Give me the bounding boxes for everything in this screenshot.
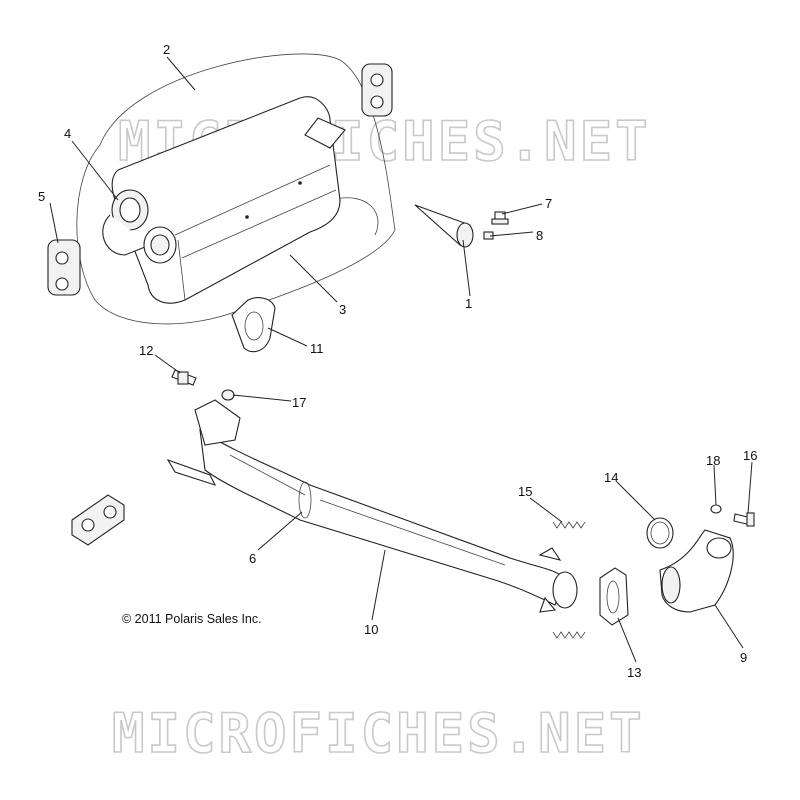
callout-9: 9 <box>740 650 747 665</box>
callout-7: 7 <box>545 196 552 211</box>
part-head-pipe <box>166 399 578 613</box>
callout-3: 3 <box>339 302 346 317</box>
leader-lines <box>49 56 753 663</box>
callout-6: 6 <box>249 551 256 566</box>
part-washer-18 <box>710 504 722 514</box>
callout-1: 1 <box>465 296 472 311</box>
callout-14: 14 <box>604 470 618 485</box>
callout-11: 11 <box>310 341 324 356</box>
part-grommet-bottom <box>71 494 125 546</box>
callout-15: 15 <box>518 484 532 499</box>
callout-13: 13 <box>627 665 641 680</box>
callout-8: 8 <box>536 228 543 243</box>
part-grommet-left <box>47 239 81 296</box>
part-muffler-shield <box>76 53 396 325</box>
callout-2: 2 <box>163 42 170 57</box>
part-spark-arrestor <box>414 204 474 248</box>
part-exhaust-elbow <box>659 529 734 613</box>
callout-17: 17 <box>292 395 306 410</box>
callout-4: 4 <box>64 126 71 141</box>
part-bolt-16 <box>733 512 755 527</box>
callout-10: 10 <box>364 622 378 637</box>
part-clamp-6 <box>298 481 312 519</box>
part-bolt-12 <box>171 369 197 386</box>
part-spring-15-upper <box>552 521 586 529</box>
part-muffler-inlet <box>102 189 177 264</box>
part-screw-7 <box>491 211 509 225</box>
part-gasket-13 <box>599 567 629 626</box>
callout-12: 12 <box>139 343 153 358</box>
watermark-bottom: MICROFICHES.NET <box>112 702 645 765</box>
part-grommet-top <box>361 63 393 117</box>
part-nut-17 <box>221 389 235 401</box>
copyright-notice: © 2011 Polaris Sales Inc. <box>122 612 262 626</box>
part-spring-15-lower <box>552 631 586 639</box>
part-oring-14 <box>646 517 674 549</box>
callout-5: 5 <box>38 189 45 204</box>
part-gasket-11 <box>231 297 276 353</box>
callout-16: 16 <box>743 448 757 463</box>
callout-18: 18 <box>706 453 720 468</box>
